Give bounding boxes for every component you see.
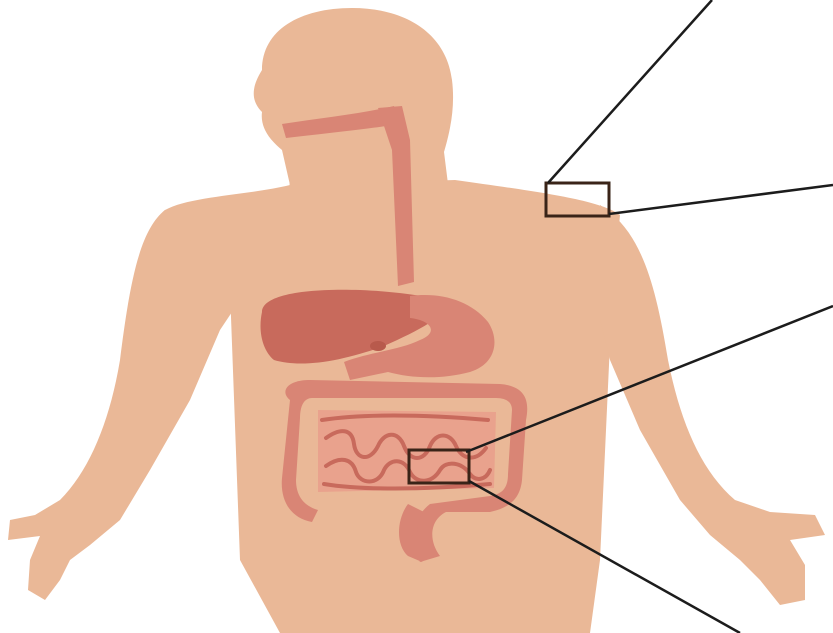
gallbladder [370,341,386,351]
